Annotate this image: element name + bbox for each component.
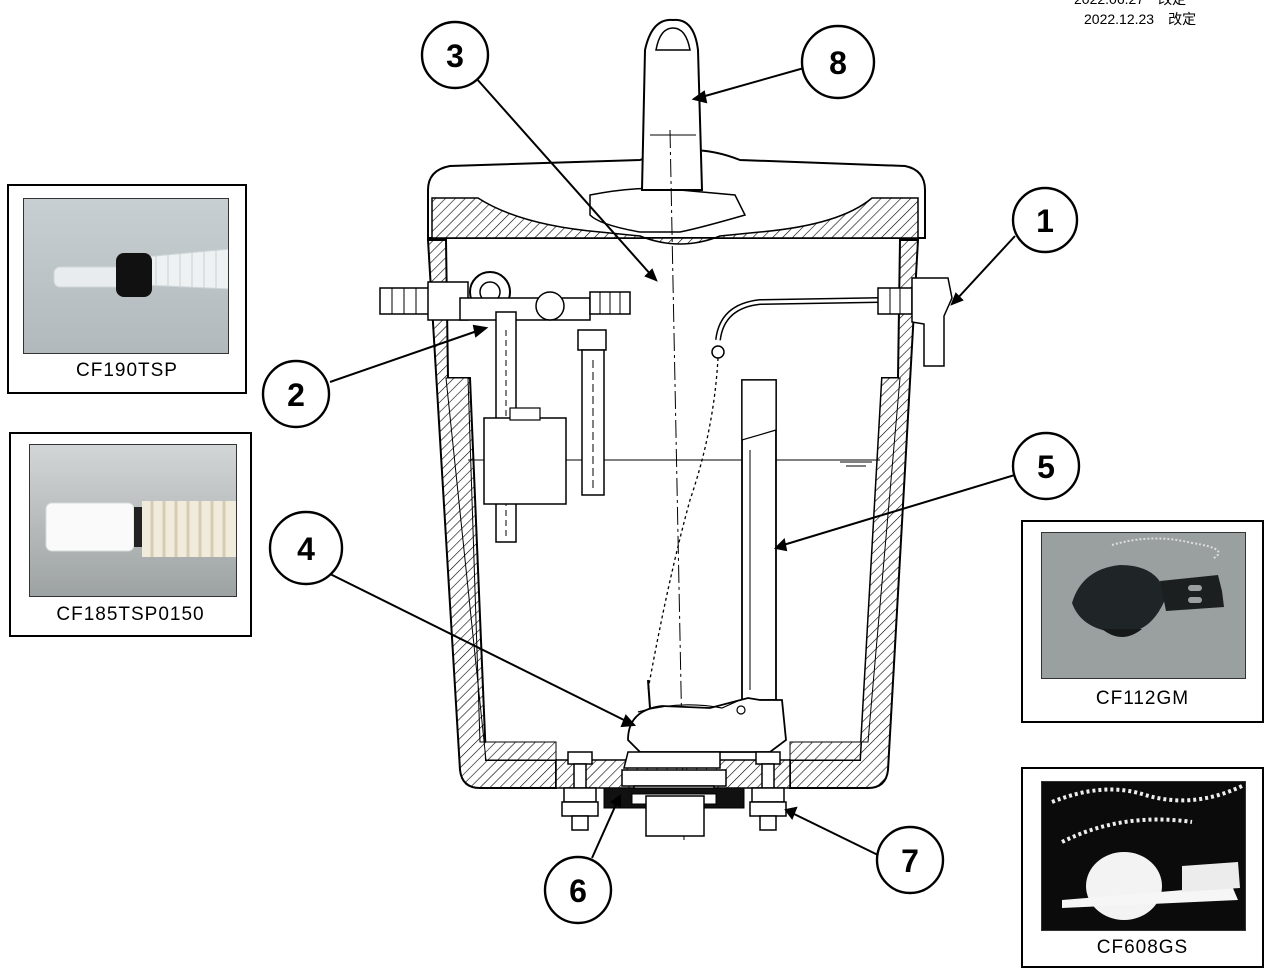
- callout-circle-5: [1011, 431, 1081, 501]
- revision-date-1: 2022.06.27 改定: [1074, 0, 1264, 9]
- callout-6-label: 6: [569, 873, 587, 909]
- supply-fitting: [379, 281, 469, 321]
- callout-circle-6: [543, 855, 613, 925]
- callout-circle-1: [1011, 186, 1079, 254]
- revision-date-2: 2022.12.23 改定: [1084, 11, 1197, 27]
- tank-lid: [427, 149, 926, 245]
- callout-1-label: 1: [1036, 203, 1054, 239]
- callout-circle-7: [875, 825, 945, 895]
- callout-3-label: 3: [446, 38, 464, 74]
- callout-circle-3: [420, 20, 490, 90]
- callout-circle-8: [800, 24, 876, 100]
- left-bolt: [561, 751, 599, 831]
- right-bolt: [749, 751, 787, 831]
- caption-cf185tsp0150: CF185TSP0150: [56, 604, 205, 625]
- photo-card-cf608gs: CF608GS: [1021, 767, 1264, 968]
- tank-bolts: [561, 751, 787, 831]
- photo-card-cf190tsp: CF190TSP: [7, 184, 247, 394]
- flush-handle: [640, 18, 704, 191]
- callout-8-label: 8: [829, 45, 847, 81]
- callout-4-label: 4: [297, 531, 315, 567]
- outside-lever: [911, 277, 953, 367]
- callout-2-label: 2: [287, 377, 305, 413]
- callout-circle-4: [268, 510, 344, 586]
- flapper: [623, 697, 787, 769]
- photo-cf608gs: [1041, 781, 1246, 931]
- caption-cf190tsp: CF190TSP: [76, 360, 178, 381]
- overflow-pipe: [741, 379, 777, 701]
- revision-dates: 2022.06.27 改定 2022.12.23 改定: [1074, 0, 1264, 29]
- caption-cf608gs: CF608GS: [1096, 937, 1189, 958]
- photo-cf190tsp: [23, 198, 229, 354]
- callout-7-label: 7: [901, 843, 919, 879]
- callout-leaders: [317, 67, 1019, 859]
- caption-cf112gm: CF112GM: [1095, 688, 1190, 709]
- callout-circle-2: [261, 359, 331, 429]
- flush-valve-outlet: [603, 769, 745, 837]
- callout-5-label: 5: [1037, 449, 1055, 485]
- photo-cf185tsp0150: [29, 444, 237, 597]
- fill-valve: [459, 271, 631, 543]
- photo-card-cf112gm: CF112GM: [1021, 520, 1264, 723]
- photo-card-cf185tsp0150: CF185TSP0150: [9, 432, 252, 637]
- photo-cf112gm: [1041, 532, 1246, 679]
- flush-lever-and-chain: [647, 287, 913, 709]
- callout-markers: [261, 20, 1081, 925]
